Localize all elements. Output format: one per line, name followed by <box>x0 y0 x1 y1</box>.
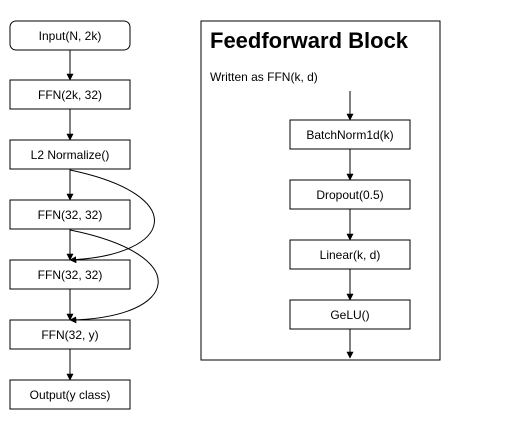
feedforward-block-subtitle: Written as FFN(k, d) <box>210 70 318 84</box>
batchnorm-node[interactable] <box>289 119 411 150</box>
skip-edge-l2-to-ffn3 <box>69 169 155 264</box>
ffn3-node-label: FFN(32, 32) <box>38 268 103 282</box>
gelu-node[interactable] <box>289 299 411 330</box>
ffn4-node[interactable] <box>9 319 131 350</box>
input-node-label: Input(N, 2k) <box>39 29 102 43</box>
ffn1-node[interactable] <box>9 79 131 110</box>
linear-node[interactable] <box>289 239 411 270</box>
dropout-node-label: Dropout(0.5) <box>316 188 383 202</box>
ffn3-node[interactable] <box>9 259 131 290</box>
feedforward-block: Feedforward Block Written as FFN(k, d) B… <box>200 20 441 361</box>
output-node[interactable] <box>9 379 131 410</box>
main-flow: Input(N, 2k) FFN(2k, 32) L2 Normalize() … <box>9 20 159 410</box>
dropout-node[interactable] <box>289 179 411 210</box>
l2-normalize-node-label: L2 Normalize() <box>31 148 110 162</box>
linear-node-label: Linear(k, d) <box>320 248 381 262</box>
skip-edge-ffn2-to-ffn4 <box>69 229 159 324</box>
feedforward-block-title: Feedforward Block <box>210 28 409 53</box>
ffn1-node-label: FFN(2k, 32) <box>38 88 102 102</box>
ffn2-node-label: FFN(32, 32) <box>38 208 103 222</box>
output-node-label: Output(y class) <box>30 388 111 402</box>
gelu-node-label: GeLU() <box>330 308 369 322</box>
ffn4-node-label: FFN(32, y) <box>41 328 98 342</box>
batchnorm-node-label: BatchNorm1d(k) <box>306 128 393 142</box>
ffn2-node[interactable] <box>9 199 131 230</box>
